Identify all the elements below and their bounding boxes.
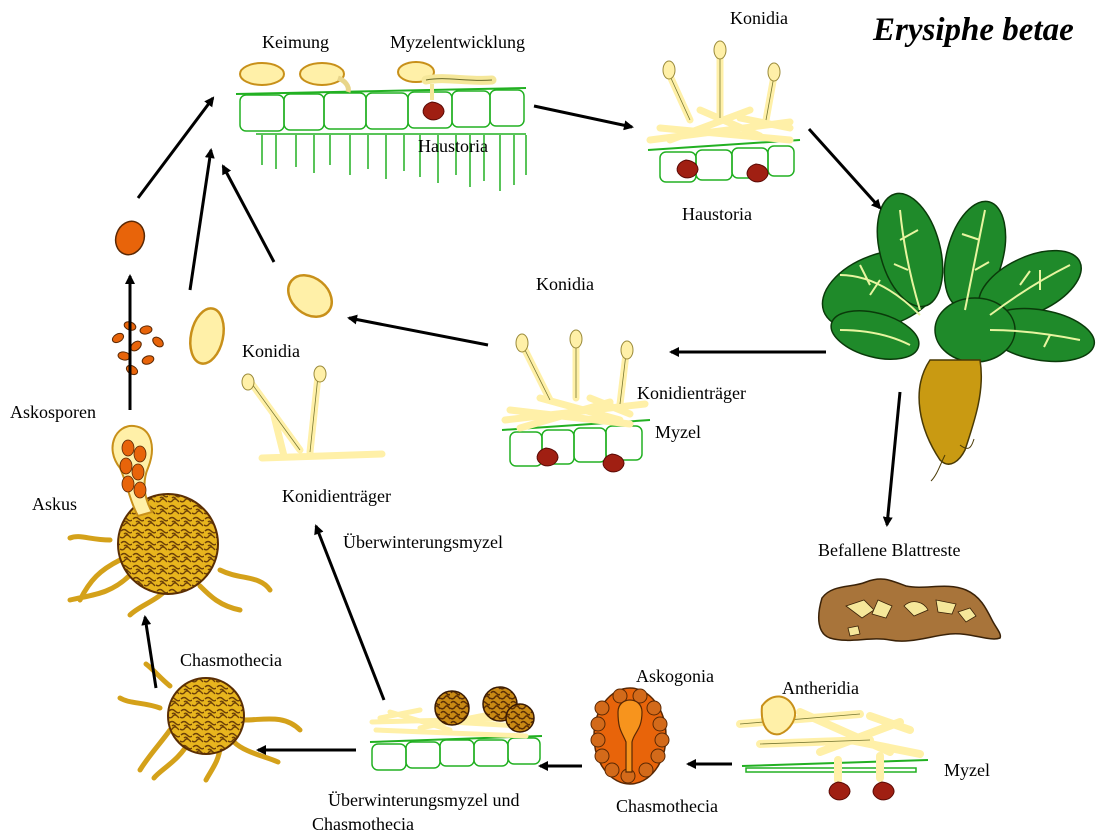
label-chasmothecia-bottom: Chasmothecia xyxy=(616,796,718,816)
antheridia-mycelium xyxy=(740,696,928,799)
label-keimung: Keimung xyxy=(262,32,329,52)
chasmothecium-bottom-left xyxy=(120,664,300,780)
label-myzel-middle: Myzel xyxy=(655,422,701,442)
conidiophores-middle-group xyxy=(502,330,650,472)
label-ueberwinterungsmyzel: Überwinterungsmyzel xyxy=(343,532,503,552)
diagram-title: Erysiphe betae xyxy=(873,12,1074,49)
label-konidientraeger-left: Konidienträger xyxy=(282,486,391,506)
epidermis-top-group xyxy=(236,62,526,191)
leaf-debris xyxy=(819,579,1001,641)
conidium-and-conidiophore-left xyxy=(242,267,382,458)
sugar-beet-plant xyxy=(811,186,1098,481)
label-myzel-bottom: Myzel xyxy=(944,760,990,780)
label-myzelentwicklung: Myzelentwicklung xyxy=(390,32,525,52)
label-konidia-top: Konidia xyxy=(730,8,788,28)
label-chasmothecia-left: Chasmothecia xyxy=(180,650,282,670)
conidiophores-top-group xyxy=(648,41,800,182)
label-haustoria-top: Haustoria xyxy=(418,136,488,156)
overwintering-mycelium xyxy=(370,687,542,770)
label-chasmothecia-bottom-middle: Chasmothecia xyxy=(312,814,414,834)
ascospore-group xyxy=(111,217,229,376)
ascus-with-chasmothecium xyxy=(70,426,270,615)
label-ueberwinterungsmyzel-und: Überwinterungsmyzel und xyxy=(328,790,519,810)
label-konidia-left: Konidia xyxy=(242,341,300,361)
young-chasmothecium xyxy=(591,688,669,784)
label-askogonia: Askogonia xyxy=(636,666,714,686)
label-haustoria-right: Haustoria xyxy=(682,204,752,224)
label-askus: Askus xyxy=(32,494,77,514)
label-befallene-blattreste: Befallene Blattreste xyxy=(818,540,960,560)
label-konidia-middle: Konidia xyxy=(536,274,594,294)
label-konidientraeger-middle: Konidienträger xyxy=(637,383,746,403)
label-antheridia: Antheridia xyxy=(782,678,859,698)
label-askosporen: Askosporen xyxy=(10,402,96,422)
